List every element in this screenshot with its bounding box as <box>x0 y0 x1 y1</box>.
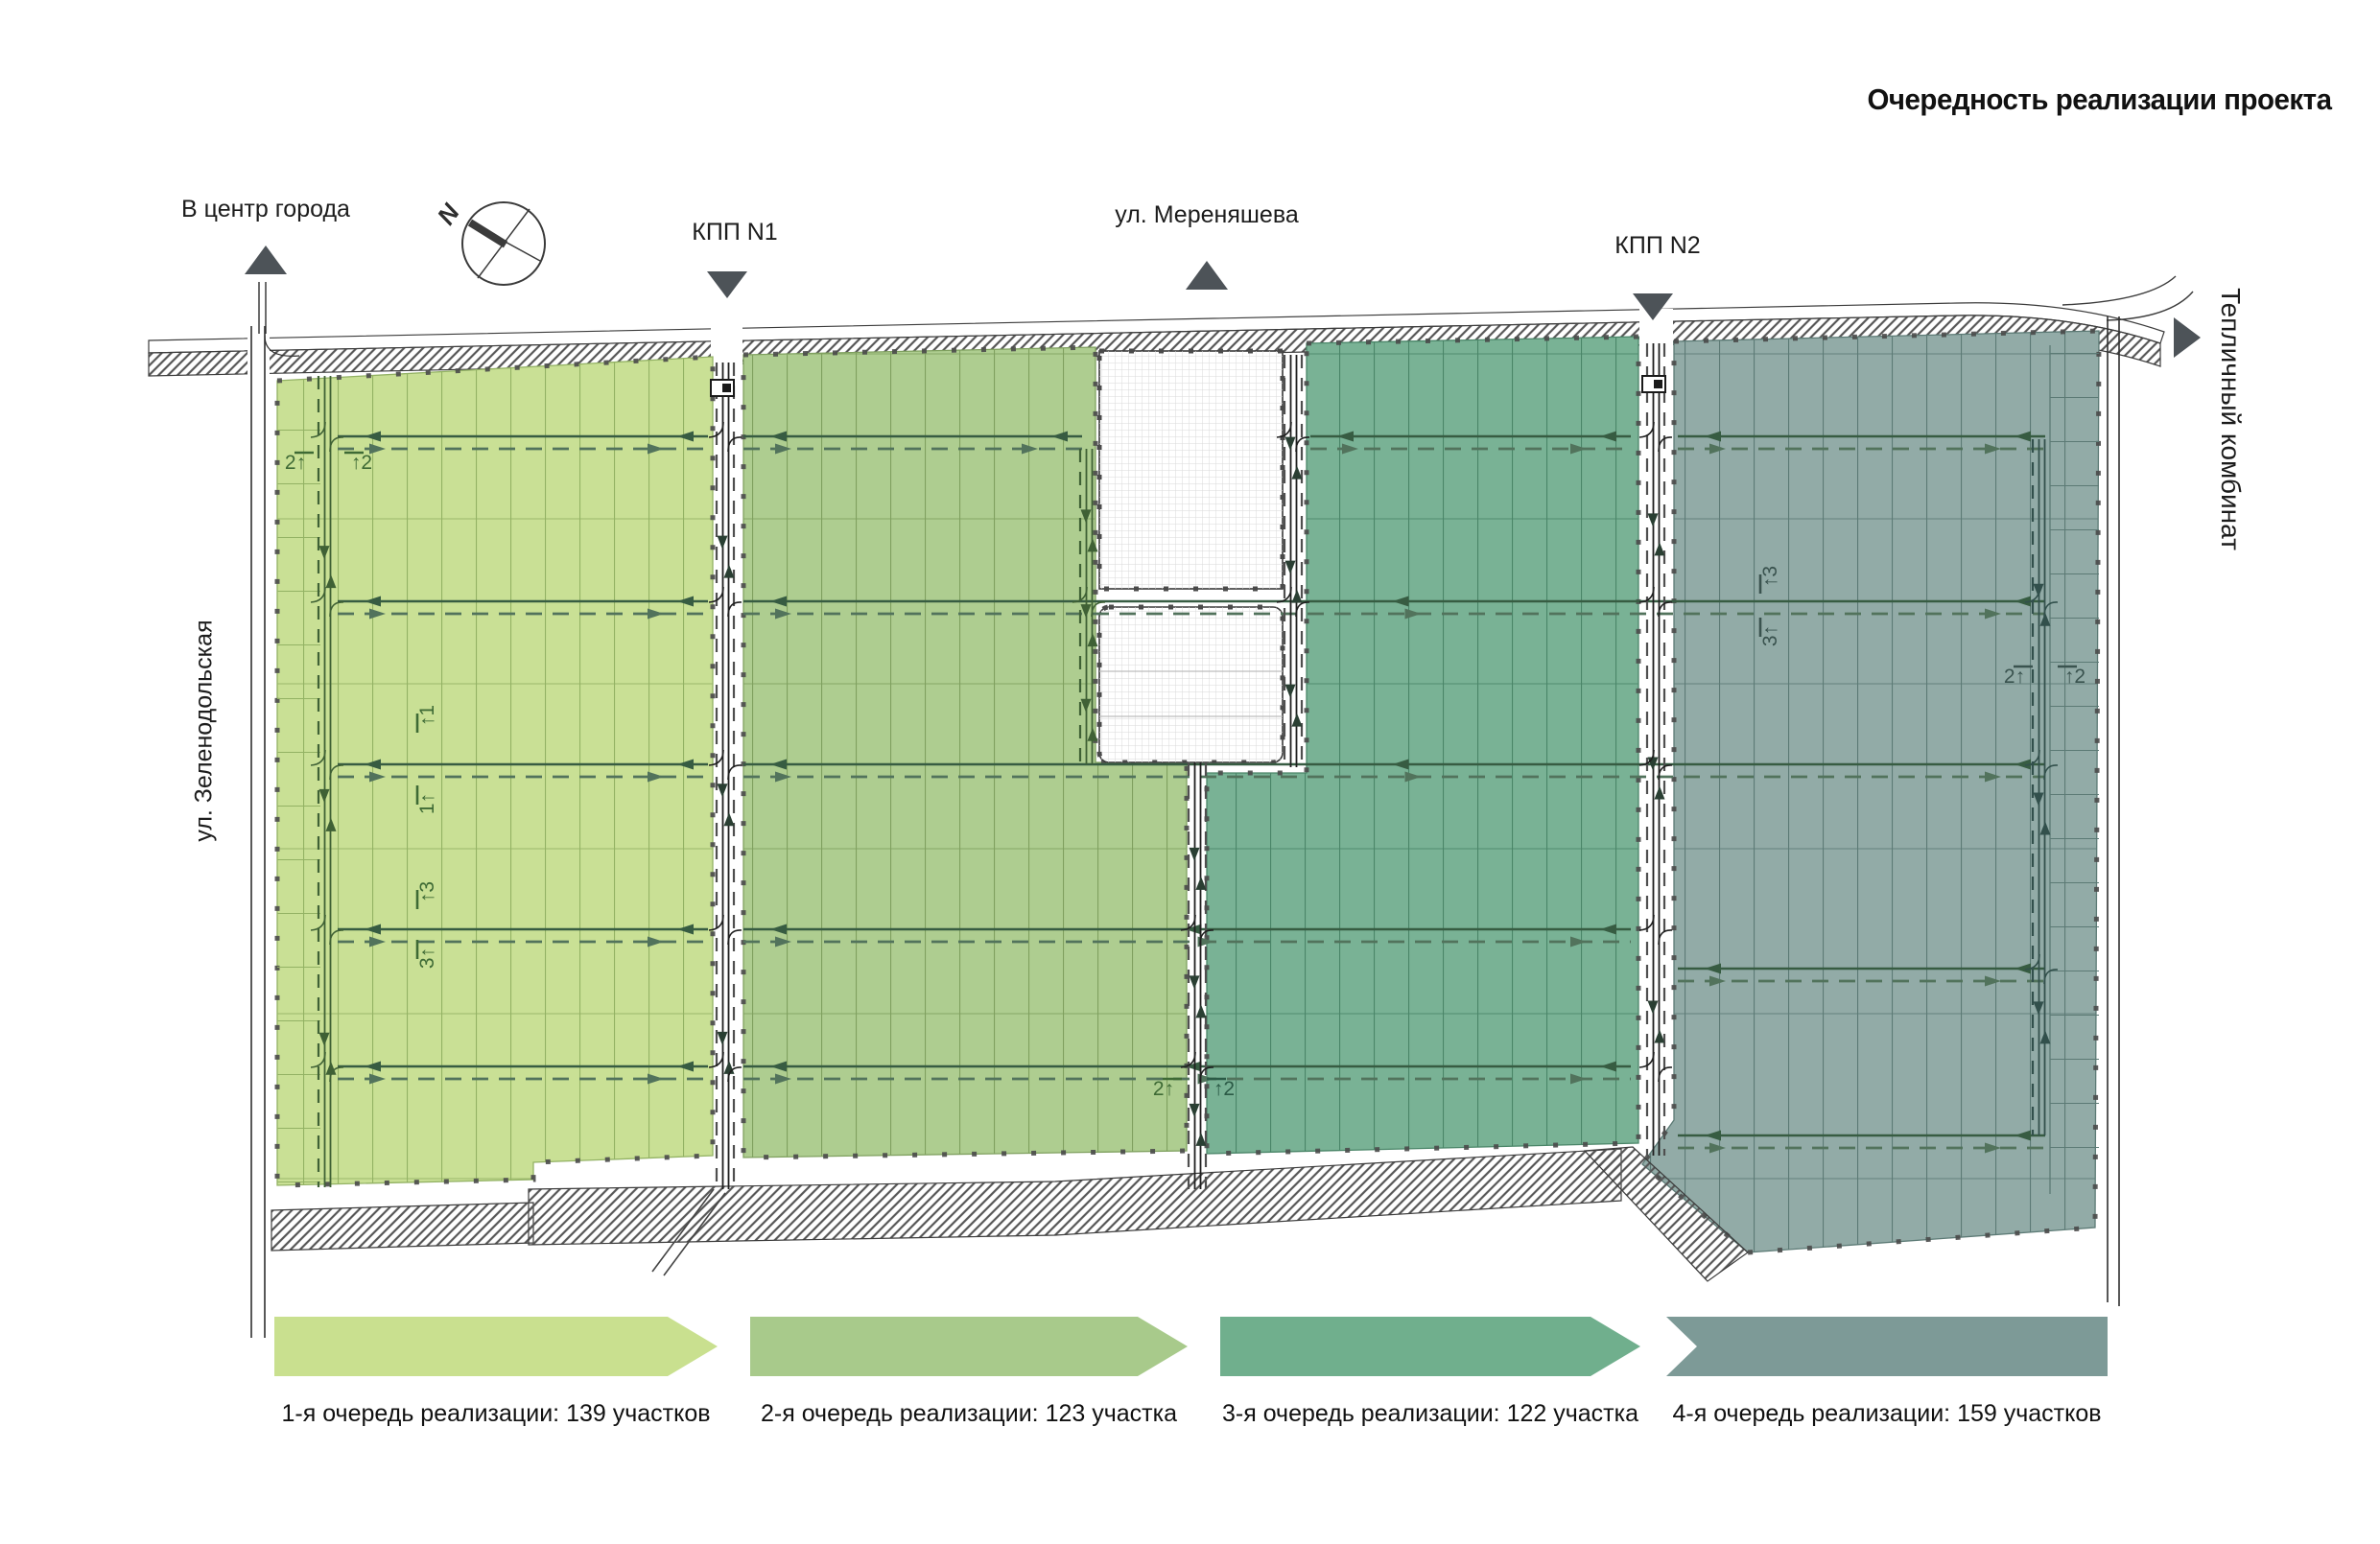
svg-text:2↑: 2↑ <box>285 452 306 474</box>
svg-text:1↑: 1↑ <box>416 793 438 814</box>
checkpoint-2-label: КПП N2 <box>1614 232 1701 259</box>
merenyasheva-arrow-icon <box>1186 261 1228 290</box>
zelenodolskaya-road <box>247 282 300 1338</box>
legend-label-phase-1: 1-я очередь реализации: 139 участков <box>281 1400 711 1427</box>
vertical-roads <box>310 343 2059 1189</box>
compass-north-label: N <box>432 198 466 230</box>
compass-icon: N <box>432 198 546 286</box>
flag-marker: ↑2 <box>2058 665 2085 688</box>
svg-text:2↑: 2↑ <box>1153 1078 1174 1100</box>
entrance-flags: 2↑ ↑2 ↑1 1↑ ↑3 3↑ 2↑ ↑2 ↑3 3↑ 2↑ ↑2 <box>285 451 2085 1100</box>
flag-marker: 2↑ <box>285 451 314 474</box>
legend-arrow-phase-2 <box>750 1317 1188 1376</box>
svg-text:3↑: 3↑ <box>416 947 438 969</box>
checkpoint-1-label: КПП N1 <box>692 219 778 246</box>
svg-text:↑2: ↑2 <box>351 452 372 474</box>
flag-marker: 2↑ <box>2004 665 2033 688</box>
bottom-road <box>271 1146 1749 1282</box>
flag-marker: ↑2 <box>344 451 372 474</box>
flag-marker: 3↑ <box>1758 618 1781 646</box>
flag-marker: ↑2 <box>1207 1077 1235 1100</box>
svg-text:2↑: 2↑ <box>2004 666 2025 688</box>
legend-label-phase-4: 4-я очередь реализации: 159 участков <box>1672 1400 2102 1427</box>
legend-arrow-phase-1 <box>274 1317 718 1376</box>
greenhouse-plant-label: Тепличный комбинат <box>2216 288 2246 550</box>
svg-text:3↑: 3↑ <box>1759 625 1781 646</box>
reserved-white-blocks <box>1096 348 1285 765</box>
svg-text:↑3: ↑3 <box>416 881 438 902</box>
flag-marker: 2↑ <box>1153 1077 1182 1100</box>
greenhouse-plant-arrow-icon <box>2174 317 2201 358</box>
flag-marker: 3↑ <box>415 940 438 969</box>
svg-text:↑2: ↑2 <box>2064 666 2085 688</box>
flag-marker: ↑1 <box>415 705 438 733</box>
checkpoint-2-arrow-icon <box>1633 293 1673 320</box>
legend-label-phase-2: 2-я очередь реализации: 123 участка <box>760 1400 1178 1427</box>
legend-arrow-phase-3 <box>1220 1317 1640 1376</box>
to-city-center-arrow-icon <box>245 246 287 274</box>
svg-text:↑3: ↑3 <box>1759 566 1781 587</box>
flag-marker: 1↑ <box>415 785 438 814</box>
legend-label-phase-3: 3-я очередь реализации: 122 участка <box>1221 1400 1639 1427</box>
checkpoint-1-arrow-icon <box>707 271 747 298</box>
right-boundary <box>2107 316 2120 1306</box>
page-title: Очередность реализации проекта <box>1867 82 2333 116</box>
legend-arrow-phase-4 <box>1666 1317 2108 1376</box>
zelenodolskaya-street-label: ул. Зеленодольская <box>190 620 218 842</box>
flag-marker: ↑3 <box>1758 566 1781 594</box>
merenyasheva-street-label: ул. Мереняшева <box>1115 201 1299 228</box>
gate-buildings <box>710 375 1666 397</box>
svg-text:↑1: ↑1 <box>416 705 438 726</box>
svg-text:↑2: ↑2 <box>1214 1078 1235 1100</box>
flag-marker: ↑3 <box>415 881 438 909</box>
to-city-center-label: В центр города <box>181 196 350 222</box>
parcel-grid-overlays <box>274 328 2102 1255</box>
